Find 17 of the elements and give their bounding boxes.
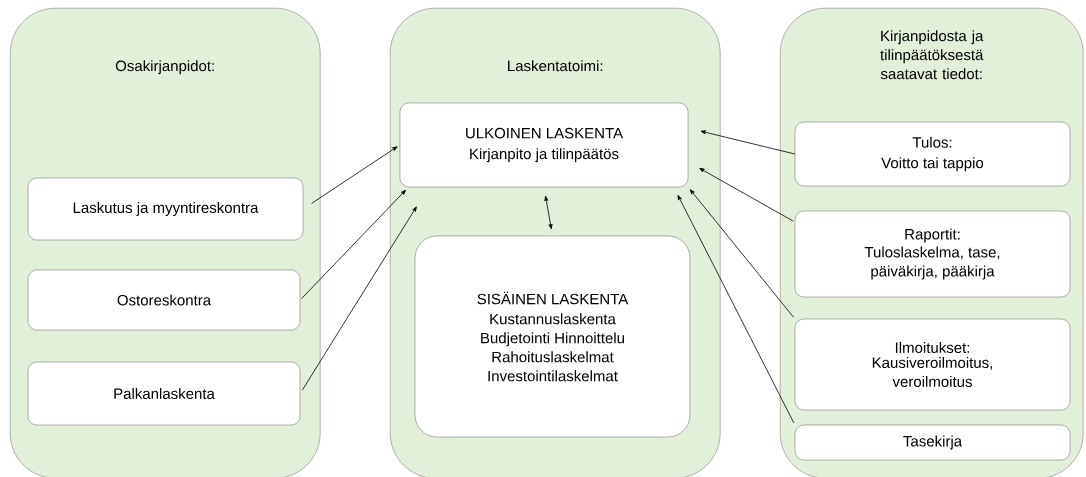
text-box: Tasekirja	[794, 424, 1071, 461]
arrow	[689, 189, 794, 318]
text-box: Palkanlaskenta	[27, 361, 301, 426]
arrow	[699, 167, 794, 222]
arrow	[700, 130, 796, 155]
arrow	[301, 189, 406, 299]
text-box: Ilmoitukset: Kausiveroilmoitus, veroilmoitus	[794, 318, 1071, 411]
arrow	[544, 195, 553, 230]
text-box: Raportit: Tuloslaskelma, tase, päiväkirja, pääkirja	[794, 210, 1071, 298]
arrow	[311, 146, 398, 204]
text-box: Tulos: Voitto tai tappio	[794, 121, 1071, 187]
text-box: Laskutus ja myyntireskontra	[27, 177, 304, 241]
arrow	[301, 206, 417, 391]
arrow	[677, 195, 795, 424]
text-box: ULKOINEN LASKENTA Kirjanpito ja tilinpäätös	[399, 102, 689, 188]
text-box: Ostoreskontra	[27, 269, 301, 331]
text-box: SISÄINEN LASKENTA Kustannuslaskenta Budjetointi Hinnoittelu Rahoituslaskelmat Investointilaskelmat	[414, 235, 691, 438]
